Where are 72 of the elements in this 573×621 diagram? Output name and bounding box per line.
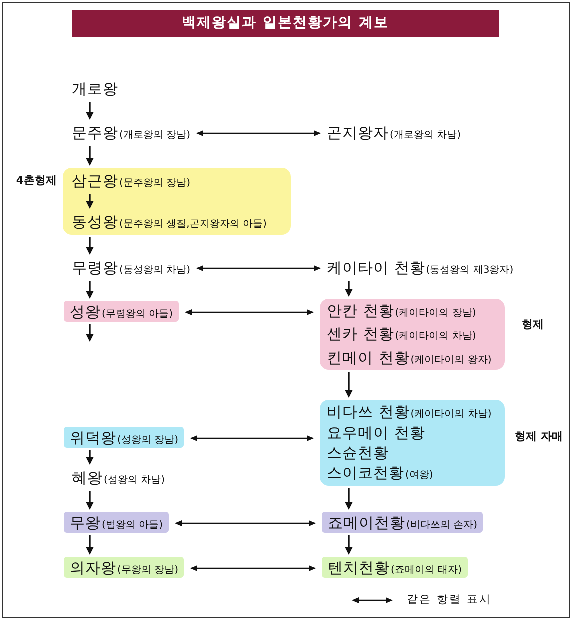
relation-note: (문주왕의 장남) bbox=[120, 178, 190, 189]
person-name: 문주왕 bbox=[72, 124, 118, 142]
highlight-box bbox=[322, 557, 468, 578]
group-box bbox=[320, 400, 505, 486]
arrow bbox=[86, 324, 94, 342]
person-name: 위덕왕 bbox=[70, 429, 116, 447]
relation-note: (무왕의 장남) bbox=[118, 565, 178, 576]
side-label: 형제 자매 bbox=[515, 429, 563, 445]
relation-note: (개로왕의 장남) bbox=[120, 130, 190, 141]
double-arrow bbox=[190, 566, 316, 572]
relation-note: (케이타이의 차남) bbox=[395, 331, 476, 342]
arrow bbox=[86, 102, 94, 120]
relation-note: (케이타이의 차남) bbox=[410, 409, 492, 420]
highlight-box bbox=[64, 301, 179, 322]
person-name: 곤지왕자 bbox=[327, 124, 389, 142]
relation-note: (동성왕의 차남) bbox=[120, 265, 190, 276]
double-arrow bbox=[174, 520, 316, 526]
relation-note: (동성왕의 제3왕자) bbox=[426, 265, 514, 276]
relation-note: (문주왕의 생질,곤지왕자의 아들) bbox=[120, 219, 267, 230]
relation-note: (성왕의 차남) bbox=[104, 475, 165, 486]
arrow bbox=[86, 450, 94, 465]
arrow bbox=[345, 535, 353, 555]
person-name: 안칸 천황 bbox=[327, 302, 394, 320]
person-name: 무왕 bbox=[70, 514, 101, 532]
double-arrow bbox=[184, 310, 314, 316]
highlight-box bbox=[64, 557, 184, 578]
arrow bbox=[86, 146, 94, 166]
arrow bbox=[86, 237, 94, 255]
person-name: 동성왕 bbox=[72, 213, 118, 231]
relation-note: (여왕) bbox=[406, 470, 434, 481]
title-banner: 백제왕실과 일본천황가의 계보 bbox=[72, 10, 499, 37]
side-label: 4촌형제 bbox=[16, 173, 57, 189]
side-label: 형제 bbox=[522, 317, 544, 333]
relation-note: (법왕의 아들) bbox=[102, 520, 163, 531]
person-name: 비다쓰 천황 bbox=[327, 403, 410, 421]
group-box bbox=[63, 168, 291, 235]
relation-note: (비다쓰의 손자) bbox=[406, 520, 478, 531]
person-name: 무령왕 bbox=[72, 259, 118, 277]
person-name: 킨메이 천황 bbox=[327, 349, 410, 367]
person-name: 혜왕 bbox=[72, 469, 103, 487]
person-name: 스이코천황 bbox=[327, 464, 404, 482]
person-name: 케이타이 천황 bbox=[327, 259, 426, 277]
person-name: 성왕 bbox=[70, 303, 101, 321]
arrow bbox=[345, 372, 353, 398]
double-arrow bbox=[196, 130, 321, 136]
highlight-box bbox=[64, 427, 184, 448]
arrow bbox=[345, 281, 353, 297]
relation-note: (개로왕의 차남) bbox=[390, 130, 461, 141]
double-arrow bbox=[190, 436, 314, 442]
highlight-box bbox=[322, 512, 484, 533]
relation-note: (케이타이의 왕자) bbox=[410, 355, 492, 366]
relation-note: (성왕의 장남) bbox=[118, 435, 178, 446]
person-name: 텐치천황 bbox=[328, 559, 390, 577]
person-name: 의자왕 bbox=[70, 559, 116, 577]
relation-note: (죠메이의 태자) bbox=[391, 565, 462, 576]
person-name: 요우메이 천황 bbox=[327, 422, 426, 444]
person-name: 센카 천황 bbox=[327, 325, 394, 343]
arrow bbox=[86, 281, 94, 299]
arrow bbox=[86, 491, 94, 510]
person-name: 개로왕 bbox=[72, 78, 118, 100]
person-name: 삼근왕 bbox=[72, 172, 118, 190]
arrow bbox=[86, 194, 94, 209]
relation-note: (무령왕의 아들) bbox=[102, 309, 173, 320]
arrow bbox=[86, 535, 94, 555]
person-name: 죠메이천황 bbox=[328, 514, 406, 532]
person-name: 스슌천황 bbox=[327, 442, 389, 464]
arrow bbox=[345, 488, 353, 510]
double-arrow bbox=[196, 266, 321, 272]
group-box bbox=[320, 299, 505, 370]
highlight-box bbox=[64, 512, 169, 533]
legend-label: 같은 항렬 표시 bbox=[407, 592, 492, 608]
relation-note: (케이타이의 장남) bbox=[395, 308, 476, 319]
